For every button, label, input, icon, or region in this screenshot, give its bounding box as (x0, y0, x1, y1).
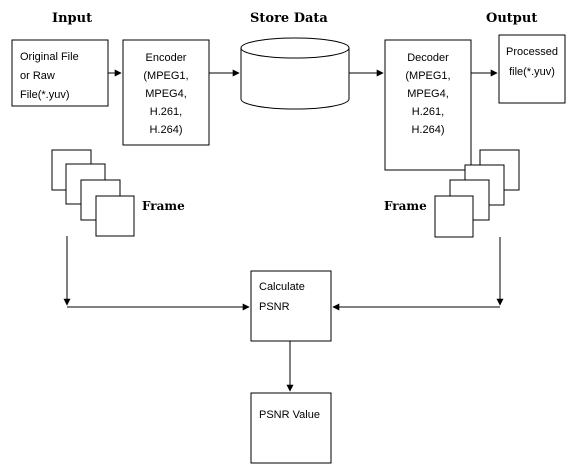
decoder-line-5: H.264) (411, 124, 444, 136)
encoder-line-5: H.264) (149, 124, 182, 136)
decoder-line-4: H.261, (412, 106, 444, 118)
decoder-box (384, 39, 472, 171)
encoder-line-3: MPEG4, (145, 88, 187, 100)
psnr-value-box (250, 392, 332, 464)
processed-file-box (498, 34, 566, 104)
encoder-box (122, 39, 210, 146)
original-file-line-3: File(*.yuv) (20, 89, 70, 101)
output-frames-stack (434, 149, 520, 238)
processed-file-line-1: Processed (506, 46, 558, 58)
original-file-box (11, 39, 109, 107)
processed-file-line-2: file(*.yuv) (509, 66, 555, 78)
output-frame-label: Frame (384, 199, 427, 213)
encoder-line-1: Encoder (146, 52, 187, 64)
calculate-psnr-box (250, 270, 332, 342)
encoder-line-4: H.261, (150, 106, 182, 118)
calculate-psnr-line-2: PSNR (259, 301, 290, 313)
calculate-psnr-line-1: Calculate (259, 281, 305, 293)
original-file-line-1: Original File (20, 51, 79, 63)
storage-cylinder (240, 37, 350, 110)
input-frame-label: Frame (142, 199, 185, 213)
encoder-line-2: (MPEG1, (143, 70, 188, 82)
input-header: Input (52, 11, 92, 26)
input-frames-stack (51, 149, 135, 237)
original-file-line-2: or Raw (20, 70, 55, 82)
decoder-line-2: (MPEG1, (405, 70, 450, 82)
psnr-value-label: PSNR Value (259, 409, 320, 421)
decoder-line-1: Decoder (407, 52, 449, 64)
decoder-line-3: MPEG4, (407, 88, 449, 100)
output-header: Output (486, 11, 537, 26)
store-data-header: Store Data (250, 11, 328, 26)
